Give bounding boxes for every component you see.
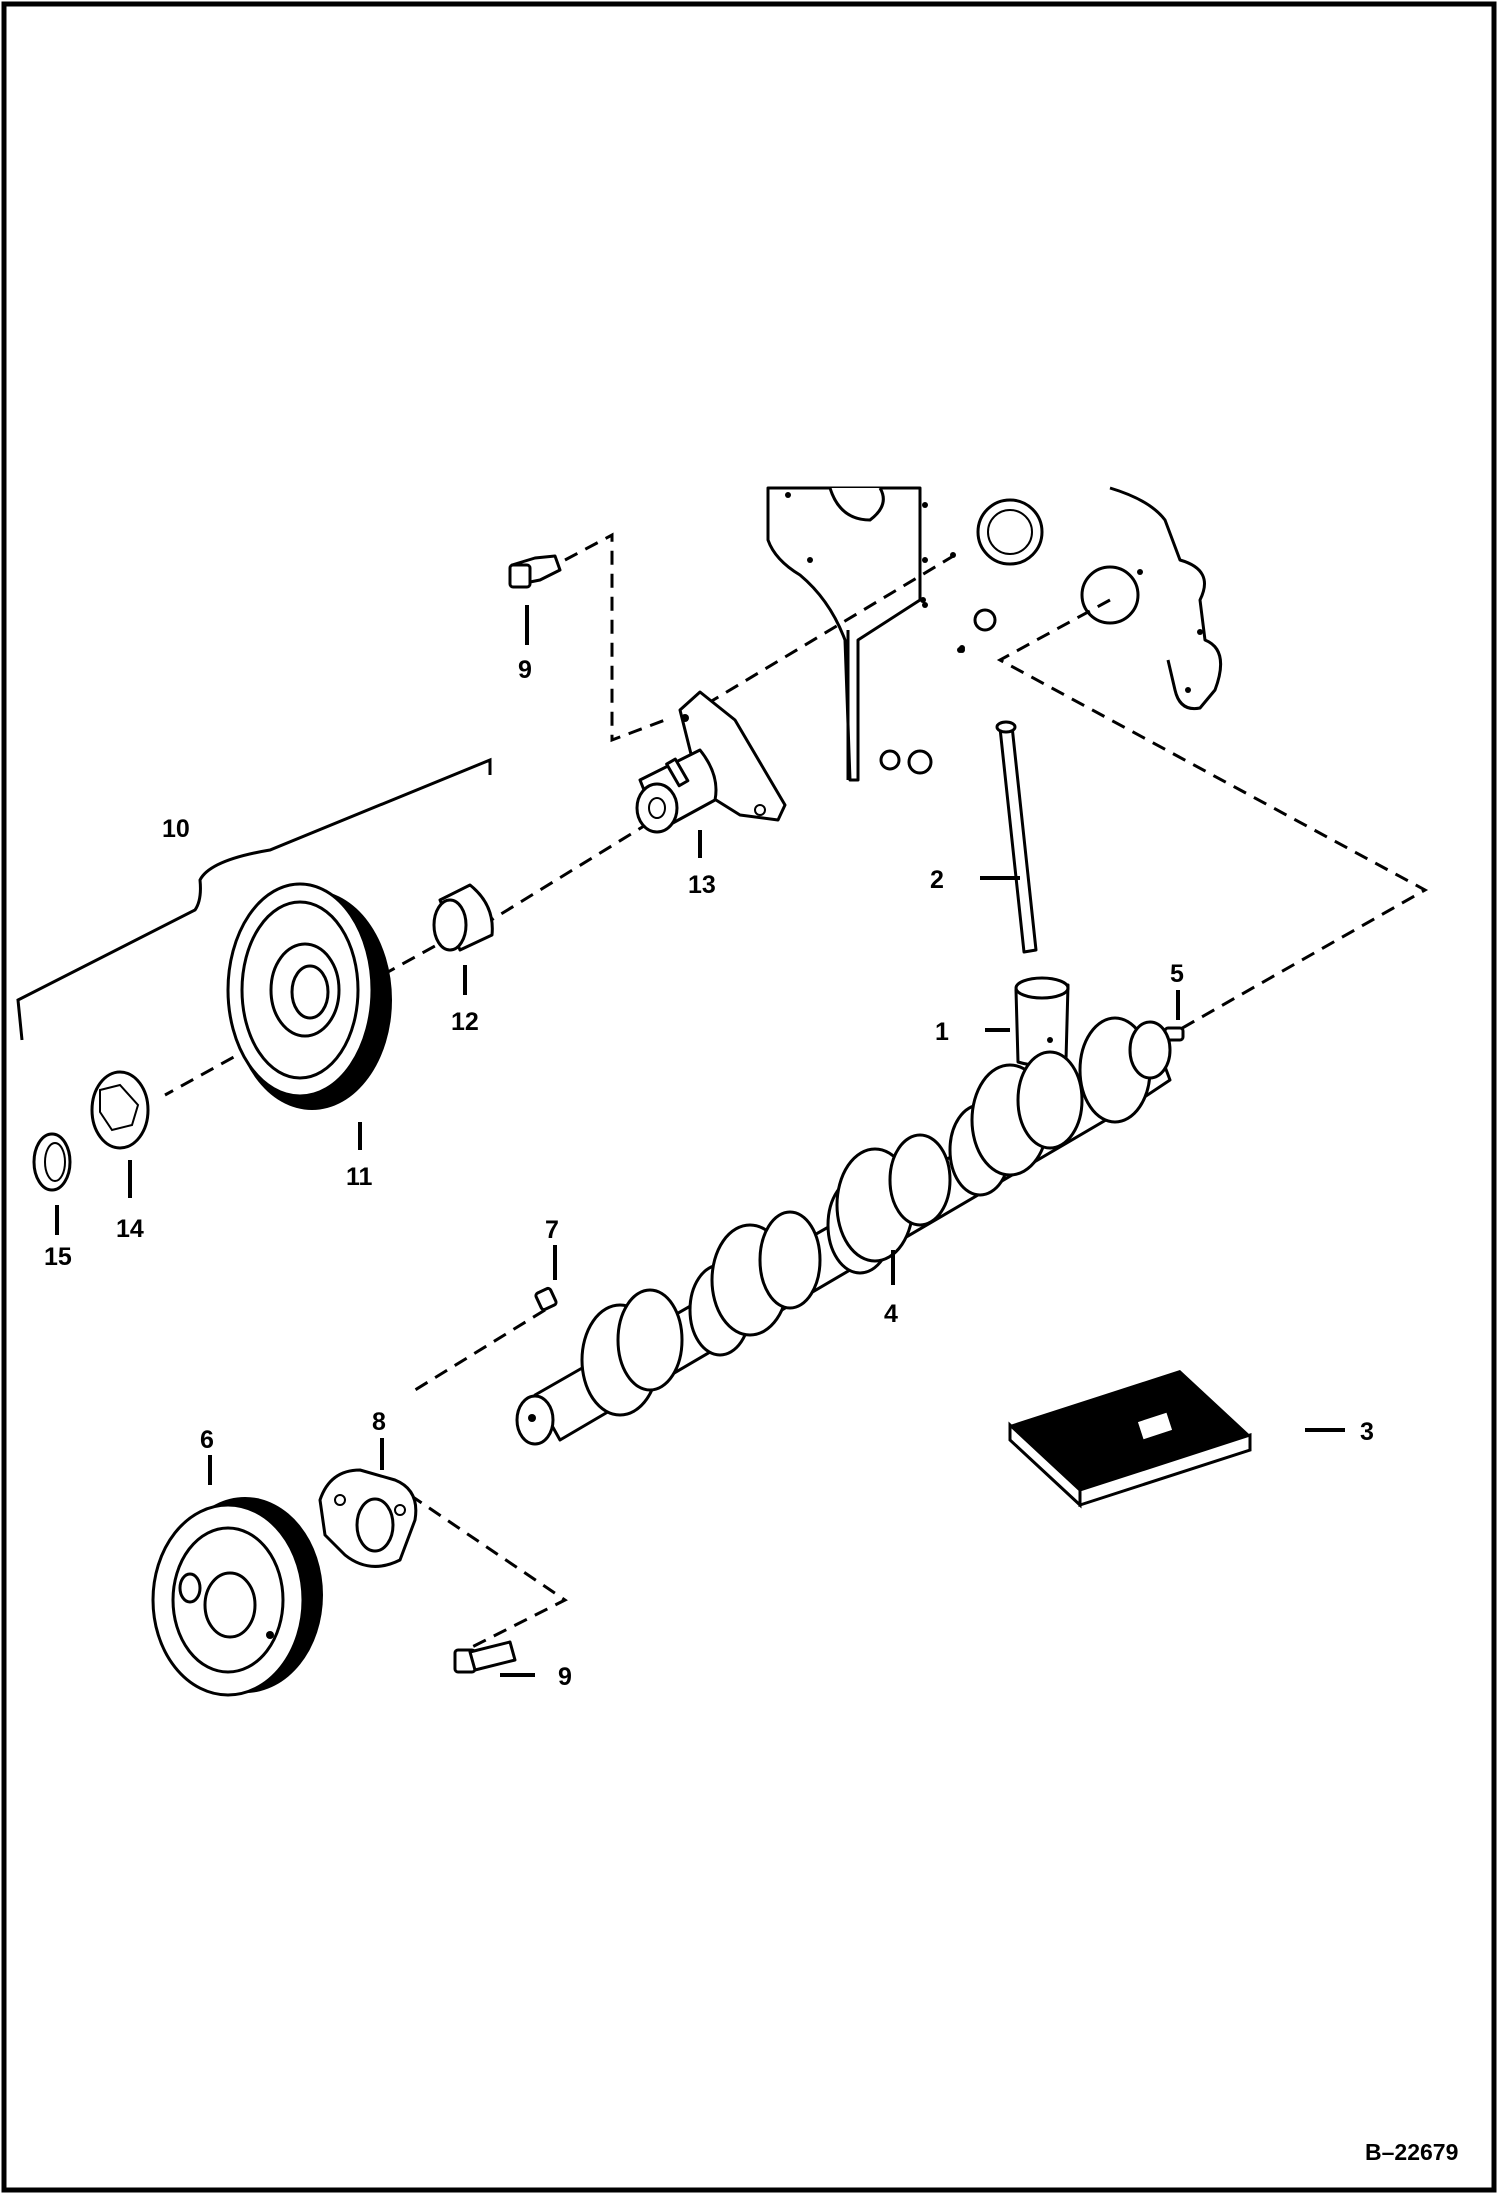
callout-12: 12 bbox=[451, 1008, 479, 1036]
bushing-12 bbox=[432, 883, 494, 952]
callout-1: 1 bbox=[935, 1018, 949, 1046]
callout-7: 7 bbox=[545, 1216, 559, 1244]
figure-reference: B–22679 bbox=[1365, 2139, 1458, 2165]
engine-block-plate bbox=[766, 486, 1223, 782]
callout-2: 2 bbox=[930, 866, 944, 894]
callout-3: 3 bbox=[1360, 1418, 1374, 1446]
callout-4: 4 bbox=[884, 1300, 898, 1328]
snap-ring-15 bbox=[32, 1132, 72, 1192]
idler-shaft-13 bbox=[635, 690, 787, 834]
callout-14: 14 bbox=[116, 1215, 144, 1243]
callout-9-top: 9 bbox=[518, 656, 532, 684]
tappet-1 bbox=[1014, 976, 1070, 1067]
callout-15: 15 bbox=[44, 1243, 72, 1271]
idler-gear-11 bbox=[226, 882, 392, 1110]
callout-6: 6 bbox=[200, 1426, 214, 1454]
thrust-washer-14 bbox=[90, 1070, 150, 1150]
camshaft-4 bbox=[515, 1016, 1172, 1446]
callout-13: 13 bbox=[688, 871, 716, 899]
bolt-top bbox=[508, 554, 562, 589]
callout-5: 5 bbox=[1170, 960, 1184, 988]
camshaft-gear-6 bbox=[151, 1497, 323, 1697]
callout-8: 8 bbox=[372, 1408, 386, 1436]
key-7 bbox=[534, 1286, 558, 1312]
callout-11: 11 bbox=[346, 1163, 373, 1191]
group-bracket-10 bbox=[16, 757, 492, 1041]
callout-leaders bbox=[55, 605, 1345, 1677]
thrust-plate-8 bbox=[318, 1468, 418, 1568]
callout-9-bottom: 9 bbox=[558, 1663, 572, 1691]
gasket-kit-3 bbox=[1008, 1370, 1252, 1509]
push-rod-2 bbox=[995, 720, 1038, 954]
callout-10: 10 bbox=[162, 815, 190, 843]
bolt-bottom bbox=[453, 1640, 517, 1674]
